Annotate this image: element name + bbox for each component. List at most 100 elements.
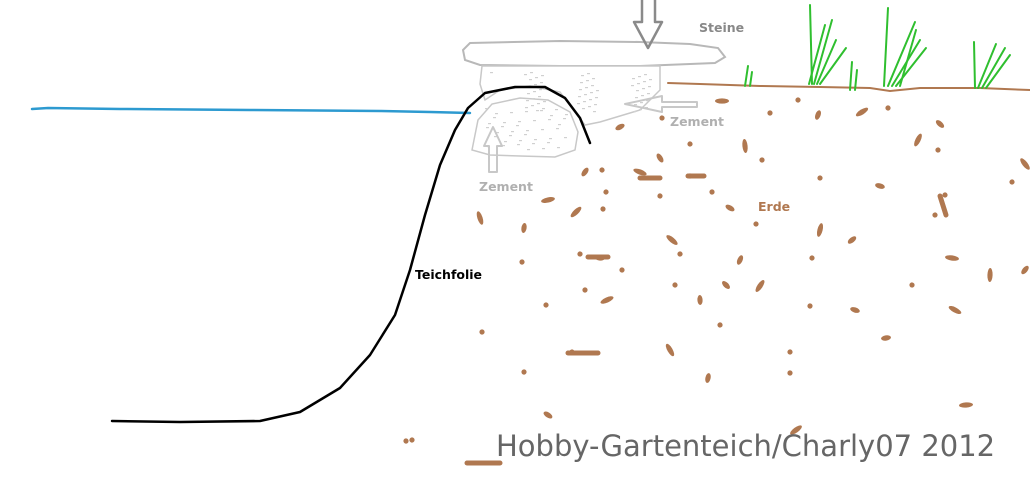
soil-speck — [672, 282, 678, 288]
soil-speck — [409, 437, 415, 443]
cement-dot — [490, 72, 493, 74]
soil-streak — [937, 193, 949, 218]
soil-speck — [717, 322, 723, 328]
grass-blade — [819, 47, 847, 85]
soil-speck — [709, 189, 715, 195]
soil-speck — [633, 168, 647, 176]
soil-speck — [790, 425, 802, 435]
cement-dot — [648, 86, 651, 88]
cement-dot — [541, 129, 544, 131]
cement-dot — [494, 136, 497, 138]
cement-dot — [555, 109, 558, 111]
cement-dot — [485, 108, 488, 110]
soil-speck — [543, 302, 549, 308]
soil-speck — [665, 343, 675, 357]
cement-dot — [641, 95, 644, 97]
grass-blade — [813, 19, 833, 85]
cement-dot — [527, 149, 530, 151]
cement-dot — [542, 148, 545, 150]
cement-dot — [583, 101, 586, 103]
soil-speck — [847, 236, 857, 244]
cement-dot — [649, 79, 652, 81]
cement-dot — [501, 126, 504, 128]
soil-speck — [809, 255, 815, 261]
cement-dot — [549, 138, 552, 140]
soil-speck — [807, 303, 813, 309]
soil-speck — [816, 223, 824, 237]
cement-dot — [644, 74, 647, 76]
soil-speck — [687, 141, 693, 147]
cement-dot — [639, 109, 642, 111]
cement-dot — [591, 85, 594, 87]
cement-dot — [557, 147, 560, 149]
soil-speck — [722, 281, 730, 289]
soil-speck — [659, 115, 665, 121]
cement-dot — [531, 105, 534, 107]
soil-speck — [1009, 179, 1015, 185]
cement-dot — [646, 100, 649, 102]
grass-blade — [981, 47, 1006, 89]
cement-dot — [633, 111, 636, 113]
soil-speck — [987, 268, 993, 282]
ground-line — [667, 82, 1030, 93]
cement-dot — [586, 80, 589, 82]
cement-dot — [638, 76, 641, 78]
grass-blade — [849, 61, 853, 91]
cement-dot — [585, 87, 588, 89]
grass-blade — [887, 21, 916, 87]
cement-dot — [511, 131, 514, 133]
cement-dot — [578, 96, 581, 98]
cement-dot — [509, 135, 512, 137]
arrow-up-to-cement-lump — [483, 126, 503, 173]
cement-dot — [548, 119, 551, 121]
cement-dot — [510, 112, 513, 114]
label-pond-liner: Teichfolie — [415, 267, 482, 282]
label-cement-lump: Zement — [479, 179, 533, 194]
cement-dot — [647, 93, 650, 95]
soil-speck — [1021, 265, 1029, 275]
grass-blade — [749, 71, 753, 87]
cement-dot — [503, 122, 506, 124]
cement-dot — [533, 120, 536, 122]
soil-speck — [736, 255, 744, 265]
soil-speck — [403, 438, 409, 444]
cement-dot — [518, 121, 521, 123]
cement-dot — [643, 81, 646, 83]
cement-dot — [587, 73, 590, 75]
cement-dot — [590, 92, 593, 94]
soil-speck — [541, 197, 555, 203]
arrow-left-to-cement-bed — [624, 95, 698, 113]
cement-dot — [530, 72, 533, 74]
cement-dot — [596, 90, 599, 92]
cement-dot — [532, 98, 535, 100]
soil-speck — [521, 369, 527, 375]
soil-speck — [909, 282, 915, 288]
soil-speck — [948, 305, 962, 315]
cement-dot — [540, 82, 543, 84]
soil-speck — [577, 251, 583, 257]
soil-speck — [753, 221, 759, 227]
cement-dot — [529, 79, 532, 81]
grass-blade — [899, 29, 917, 87]
soil-speck — [881, 335, 891, 341]
cement-dot — [532, 143, 535, 145]
soil-speck — [697, 295, 703, 305]
cement-dot — [527, 93, 530, 95]
label-soil: Erde — [758, 199, 790, 214]
cement-dot — [542, 108, 545, 110]
cement-dot — [539, 89, 542, 91]
water-line — [30, 106, 472, 115]
soil-speck — [599, 167, 605, 173]
soil-speck — [855, 107, 869, 117]
cement-dot — [556, 128, 559, 130]
cement-dot — [534, 84, 537, 86]
cement-dot — [631, 85, 634, 87]
grass-blade — [883, 7, 889, 87]
cement-dot — [581, 75, 584, 77]
soil-speck — [725, 204, 735, 212]
cement-dot — [594, 104, 597, 106]
cement-dot — [525, 107, 528, 109]
cement-dot — [592, 78, 595, 80]
soil-speck — [619, 267, 625, 273]
